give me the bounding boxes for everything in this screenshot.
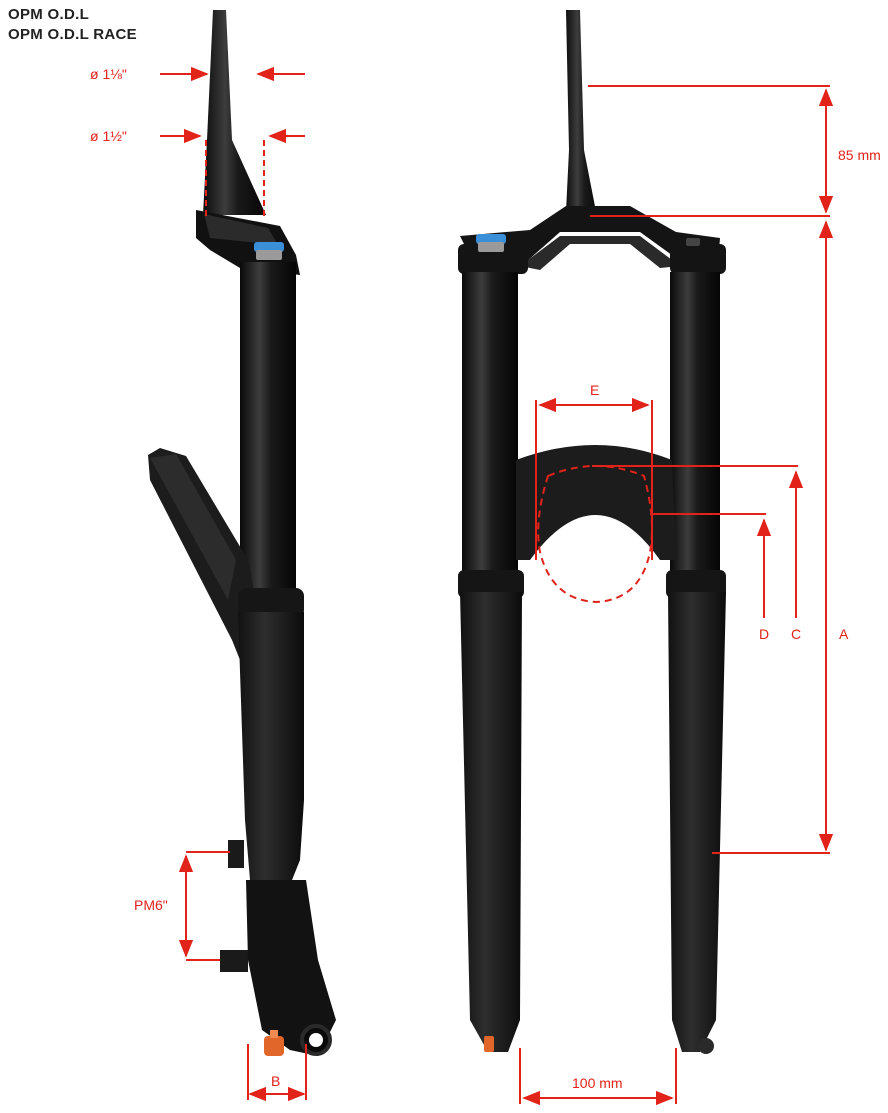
- front-orange-bolt: [484, 1036, 494, 1052]
- model-title-1: OPM O.D.L: [8, 6, 90, 23]
- side-orange-bolt: [264, 1036, 284, 1056]
- label-axle-to-crown: A: [839, 626, 849, 642]
- label-hub-spacing: 100 mm: [572, 1075, 623, 1091]
- front-lower-left: [460, 592, 522, 1052]
- front-stanchion-left: [462, 272, 518, 582]
- side-stanchion: [240, 262, 296, 592]
- front-steerer: [565, 10, 600, 232]
- label-steerer-bottom: ø 1½": [90, 128, 127, 144]
- fork-front-view: [458, 10, 726, 1054]
- side-steerer: [203, 10, 266, 215]
- label-steerer-top: ø 1⅛": [90, 66, 127, 82]
- side-seal-collar: [238, 588, 304, 618]
- front-lower-right: [668, 592, 726, 1052]
- side-lower-leg: [238, 612, 304, 880]
- label-crown-clearance-c: C: [791, 626, 801, 642]
- model-title-2: OPM O.D.L RACE: [8, 26, 137, 43]
- side-top-cap-blue: [254, 242, 284, 252]
- front-top-cap-blue: [476, 234, 506, 244]
- fork-side-view: [148, 10, 336, 1056]
- side-brake-tab-lower: [220, 950, 248, 972]
- front-stanchion-right: [670, 272, 720, 582]
- dimension-labels: ø 1⅛" ø 1½" 85 mm PM6" B A C D E 100 mm: [90, 66, 881, 1091]
- label-crown-clearance-d: D: [759, 626, 769, 642]
- side-brake-tab-upper: [228, 840, 244, 868]
- dimension-lines: [160, 66, 834, 1106]
- label-tire-width: E: [590, 382, 599, 398]
- label-axle-width: B: [271, 1073, 280, 1089]
- label-steerer-length: 85 mm: [838, 147, 881, 163]
- tire-clearance-outline: [537, 465, 653, 604]
- side-dropout: [246, 880, 336, 1056]
- label-brake-mount: PM6": [134, 897, 168, 913]
